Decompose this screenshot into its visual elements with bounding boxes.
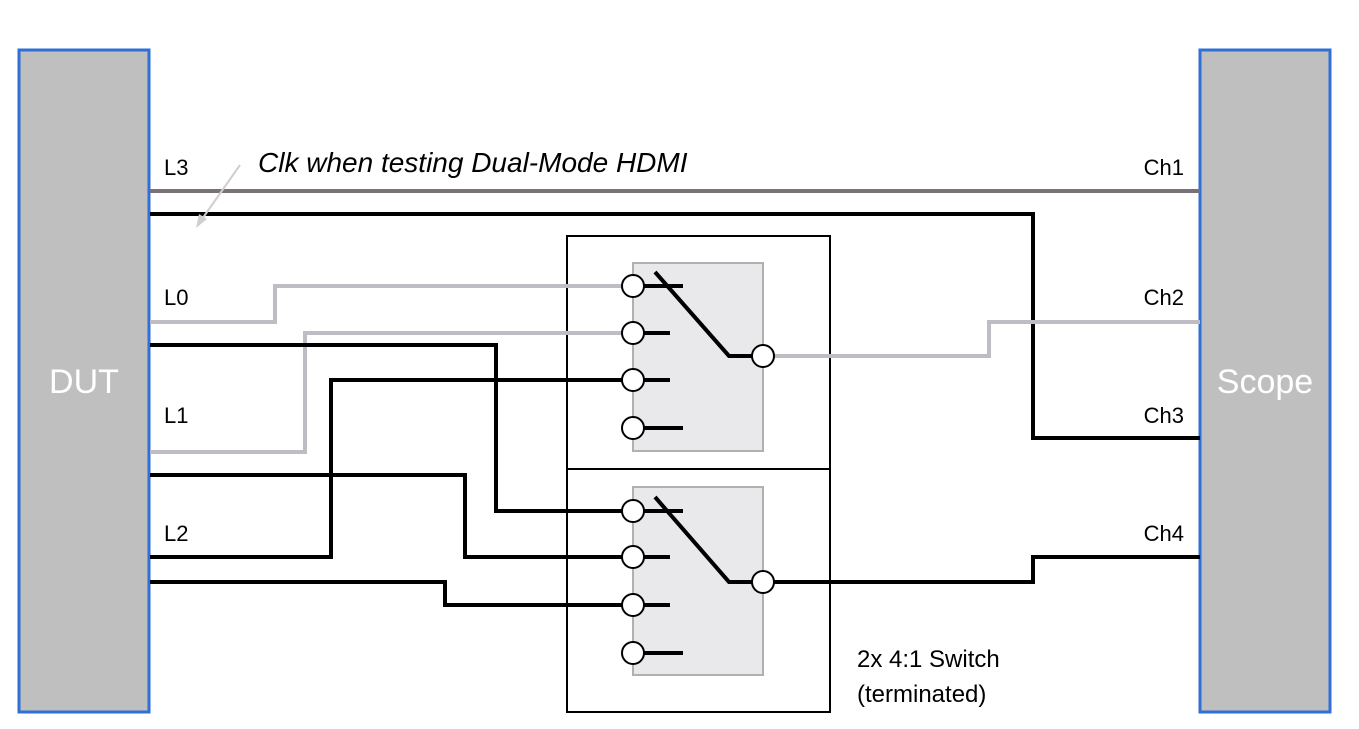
lower-terminal-1 <box>621 499 645 523</box>
annotation-arrow <box>199 164 241 223</box>
lower-terminal-3 <box>621 593 645 617</box>
wire-dut-ch3 <box>150 212 1200 440</box>
scope-box <box>1198 48 1332 714</box>
lane-label-l1: L1 <box>164 403 188 428</box>
dut-block: DUT <box>17 48 151 714</box>
upper-output-terminal <box>751 344 775 368</box>
channel-label-ch4: Ch4 <box>1144 521 1184 546</box>
lane-label-l0: L0 <box>164 285 188 310</box>
dut-box <box>17 48 151 714</box>
wire-upper-out-ch2 <box>763 320 1200 358</box>
wire-dut-lower-in2 <box>150 473 633 559</box>
wire-dut-lower-in3 <box>150 580 633 607</box>
clock-annotation: Clk when testing Dual-Mode HDMI <box>258 147 688 178</box>
upper-terminal-3 <box>621 368 645 392</box>
channel-label-ch3: Ch3 <box>1144 403 1184 428</box>
upper-terminal-1 <box>621 274 645 298</box>
lane-label-l3: L3 <box>164 155 188 180</box>
lower-terminal-4 <box>621 641 645 665</box>
dut-label: DUT <box>49 363 119 401</box>
scope-label: Scope <box>1217 363 1313 401</box>
annotation-arrowhead <box>196 214 207 228</box>
scope-block: Scope <box>1198 48 1332 714</box>
wire-lower-out-ch4 <box>763 555 1200 584</box>
lower-output-terminal <box>751 570 775 594</box>
wire-l0-upper-in1 <box>150 284 633 324</box>
wire-dut-lower-in1 <box>150 343 633 513</box>
channel-label-ch1: Ch1 <box>1144 155 1184 180</box>
switch-enclosure <box>566 235 831 713</box>
upper-switch <box>621 270 763 440</box>
upper-terminal-2 <box>621 321 645 345</box>
upper-terminal-4 <box>621 416 645 440</box>
switch-label-line1: 2x 4:1 Switch <box>857 646 1000 673</box>
switch-label-line2: (terminated) <box>857 681 986 708</box>
lower-switch <box>621 495 763 665</box>
lane-label-l2: L2 <box>164 521 188 546</box>
wire-l1-upper-in2 <box>150 331 633 454</box>
lower-terminal-2 <box>621 545 645 569</box>
wire-l2-upper-in3 <box>150 378 633 559</box>
channel-label-ch2: Ch2 <box>1144 285 1184 310</box>
